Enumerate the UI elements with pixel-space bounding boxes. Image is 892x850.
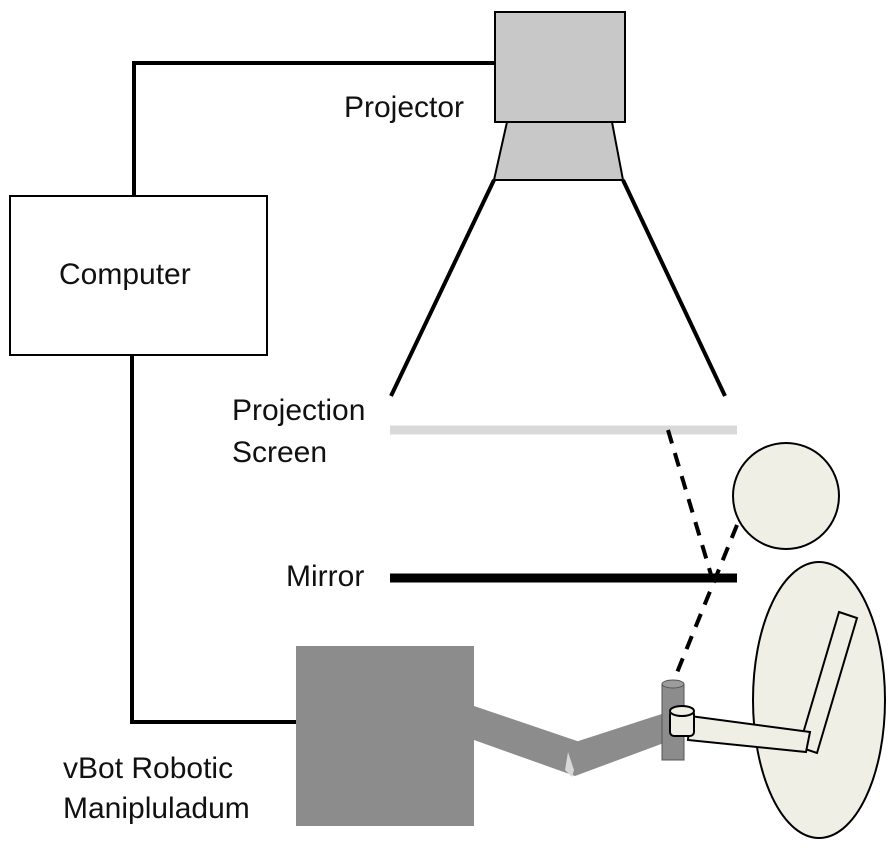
projector-label: Projector xyxy=(344,91,464,124)
robot-link-lower xyxy=(566,712,672,776)
cable-computer-projector xyxy=(132,61,495,196)
person-head xyxy=(732,442,840,550)
mirror-label: Mirror xyxy=(286,560,364,593)
robot-link-upper xyxy=(474,706,580,776)
projection-screen-label-line2: Screen xyxy=(232,436,327,469)
vbot-label-line2: Manipluladum xyxy=(63,792,250,825)
vbot-label-line1: vBot Robotic xyxy=(63,752,233,785)
vbot-robot-base xyxy=(296,646,474,826)
cable-computer-robot xyxy=(130,355,297,724)
projector xyxy=(492,11,626,181)
vbot-robot-arm xyxy=(474,679,685,777)
projector-body xyxy=(494,11,626,123)
sight-lines xyxy=(666,429,739,681)
computer-box xyxy=(9,195,268,356)
person-upper-arm xyxy=(797,610,859,755)
computer-label: Computer xyxy=(59,258,191,291)
person-figure xyxy=(669,442,886,839)
projection-beam xyxy=(389,179,727,397)
projection-screen-label-line1: Projection xyxy=(232,394,365,427)
robot-joint-highlight xyxy=(565,752,574,777)
projector-lens xyxy=(492,121,625,181)
